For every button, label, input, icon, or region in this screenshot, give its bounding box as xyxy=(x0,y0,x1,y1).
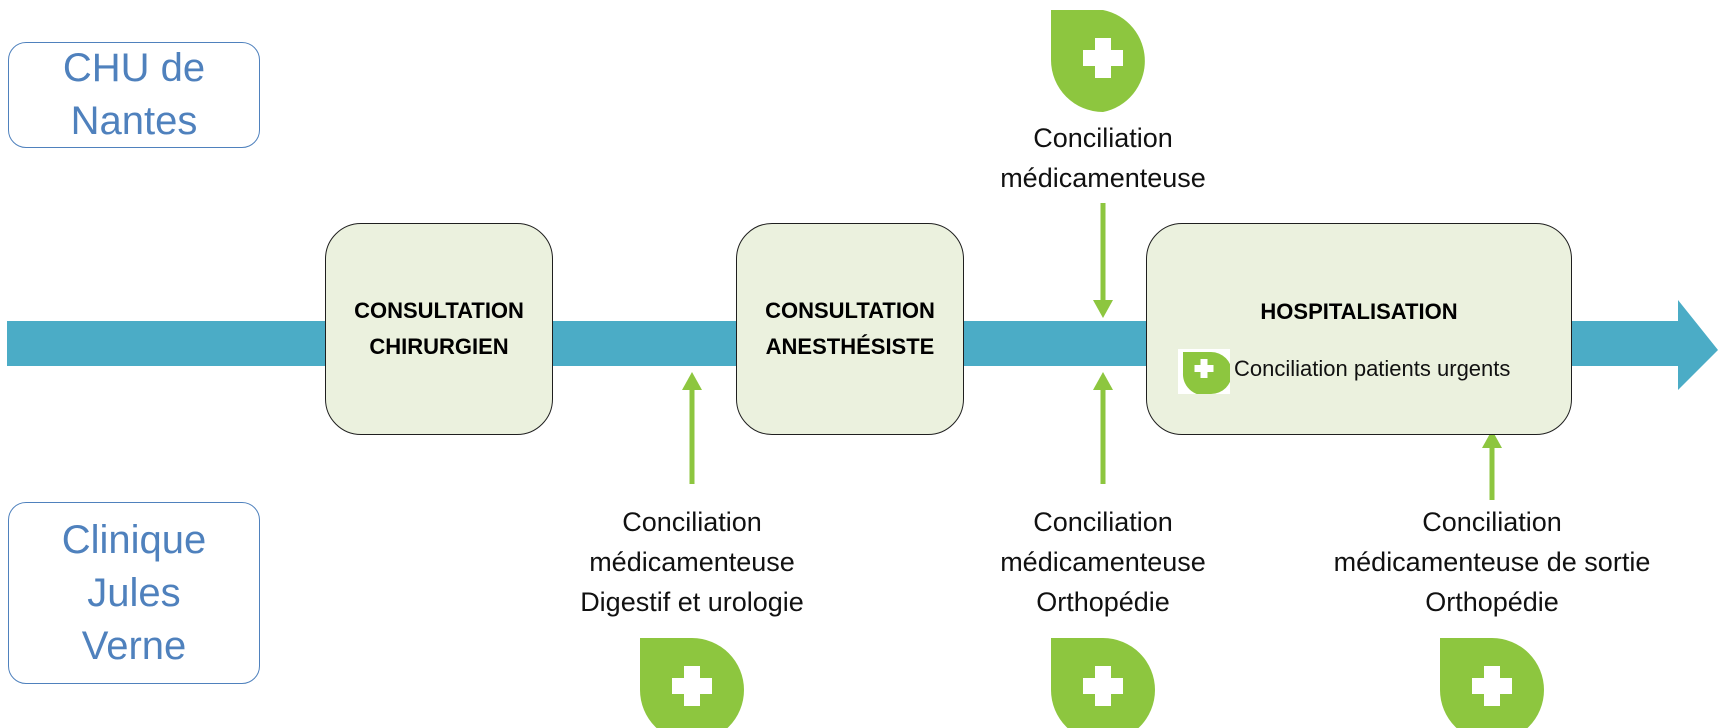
caption-conciliation-digestif: Conciliation médicamenteuse Digestif et … xyxy=(580,502,804,622)
stage-hospitalisation-title: Hospitalisation xyxy=(1260,299,1458,324)
stage-chirurgien-line1: Consultation xyxy=(354,298,524,323)
stage-anesthesiste-line1: Consultation xyxy=(765,298,935,323)
caption-conciliation-top: Conciliation médicamenteuse xyxy=(1000,118,1206,198)
caption-conciliation-ortho: Conciliation médicamenteuse Orthopédie xyxy=(1000,502,1206,622)
stage-consultation-chirurgien: Consultation chirurgien xyxy=(325,223,553,435)
stage-consultation-anesthesiste: Consultation anesthésiste xyxy=(736,223,964,435)
site-clinique-line1: Clinique xyxy=(61,517,207,562)
caption-ortho-line2: médicamenteuse xyxy=(1000,547,1206,577)
caption-sortie-line2: médicamenteuse de sortie xyxy=(1333,547,1651,577)
pharmacy-cross-icon xyxy=(640,638,744,728)
caption-digestif-line3: Digestif et urologie xyxy=(580,587,804,617)
stage-chirurgien-line2: chirurgien xyxy=(369,334,509,359)
pharmacy-cross-icon xyxy=(1051,10,1145,112)
pharmacy-cross-icon xyxy=(1178,349,1230,394)
stage-hospitalisation: Hospitalisation xyxy=(1146,223,1572,435)
caption-top-line1: Conciliation xyxy=(1033,123,1173,153)
hospitalisation-inner-label: Conciliation patients urgents xyxy=(1234,356,1511,381)
site-chu-line1: CHU de xyxy=(62,46,206,90)
pharmacy-cross-icon xyxy=(1051,638,1155,728)
site-clinique-line2: Jules xyxy=(87,570,181,615)
caption-ortho-line3: Orthopédie xyxy=(1036,587,1170,617)
caption-ortho-line1: Conciliation xyxy=(1033,507,1173,537)
stage-anesthesiste-line2: anesthésiste xyxy=(765,334,935,359)
site-clinique-jules-verne: Clinique Jules Verne xyxy=(8,502,260,684)
caption-conciliation-sortie: Conciliation médicamenteuse de sortie Or… xyxy=(1334,502,1651,622)
caption-digestif-line2: médicamenteuse xyxy=(589,547,795,577)
caption-sortie-line1: Conciliation xyxy=(1422,507,1562,537)
caption-top-line2: médicamenteuse xyxy=(1000,163,1206,193)
site-clinique-line3: Verne xyxy=(81,623,187,668)
pharmacy-cross-icon xyxy=(1440,638,1544,728)
site-chu-line2: Nantes xyxy=(70,99,198,143)
caption-digestif-line1: Conciliation xyxy=(622,507,762,537)
caption-sortie-line3: Orthopédie xyxy=(1425,587,1559,617)
site-chu-nantes: CHU de Nantes xyxy=(8,42,260,148)
